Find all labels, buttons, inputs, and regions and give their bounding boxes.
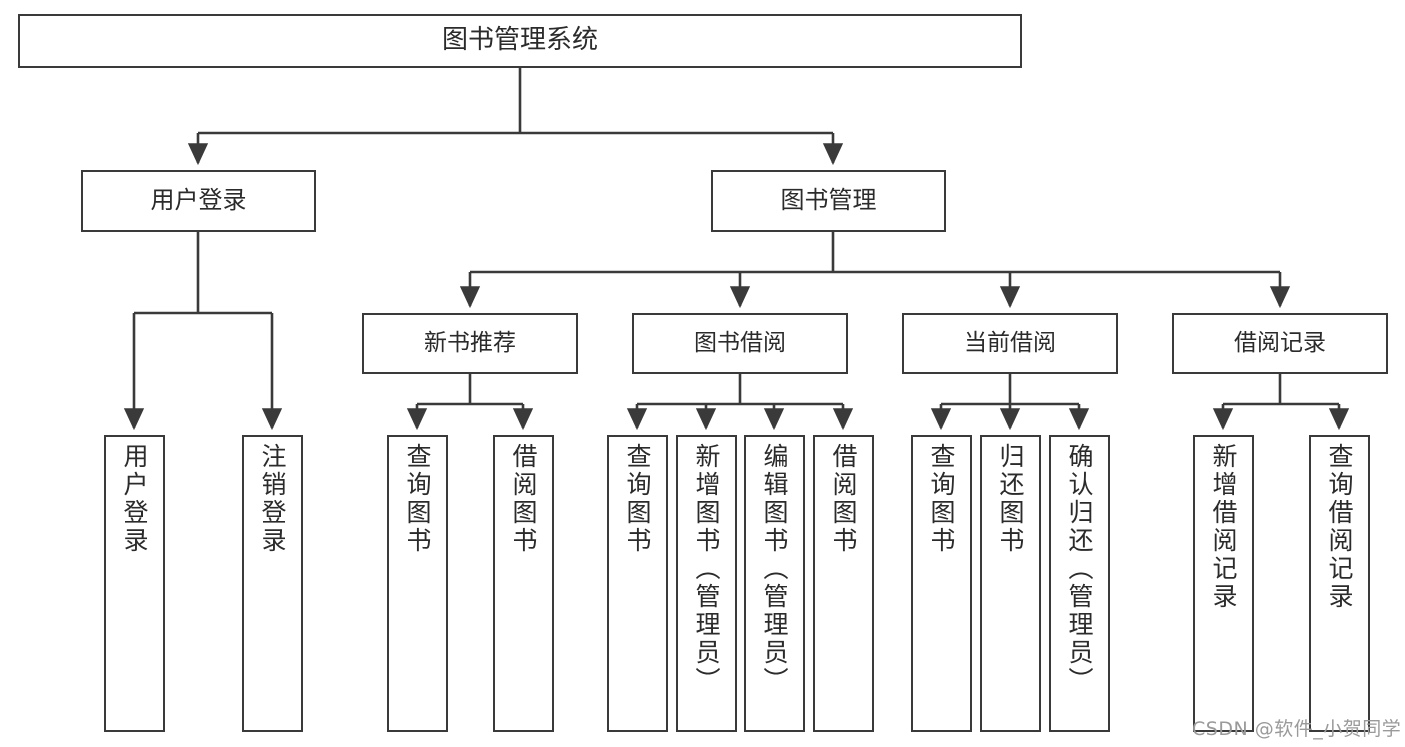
node-leaf-borrow-book-1[interactable]: 借阅图书: [493, 435, 554, 732]
node-leaf-borrow-book-1-label: 借阅图书: [509, 443, 538, 555]
node-leaf-query-book-1-label: 查询图书: [403, 443, 432, 555]
node-new-book-rec[interactable]: 新书推荐: [362, 313, 578, 374]
node-leaf-confirm-return[interactable]: 确认归还（管理员）: [1049, 435, 1110, 732]
node-leaf-user-login[interactable]: 用户登录: [104, 435, 165, 732]
node-leaf-query-book-3[interactable]: 查询图书: [911, 435, 972, 732]
node-leaf-query-book-3-label: 查询图书: [927, 443, 956, 555]
node-new-book-rec-label: 新书推荐: [424, 330, 516, 357]
node-borrow-record[interactable]: 借阅记录: [1172, 313, 1388, 374]
node-leaf-return-book[interactable]: 归还图书: [980, 435, 1041, 732]
node-leaf-add-record[interactable]: 新增借阅记录: [1193, 435, 1254, 732]
node-book-manage-label: 图书管理: [780, 186, 877, 215]
node-root-label: 图书管理系统: [441, 25, 598, 56]
node-leaf-add-book-label: 新增图书（管理员）: [692, 443, 721, 695]
node-borrow-record-label: 借阅记录: [1234, 330, 1326, 357]
node-current-borrow-label: 当前借阅: [964, 330, 1056, 357]
node-leaf-add-book[interactable]: 新增图书（管理员）: [676, 435, 737, 732]
node-leaf-edit-book-label: 编辑图书（管理员）: [760, 443, 789, 695]
node-leaf-user-login-label: 用户登录: [120, 443, 149, 555]
node-leaf-return-book-label: 归还图书: [996, 443, 1025, 555]
node-leaf-confirm-return-label: 确认归还（管理员）: [1065, 443, 1094, 695]
node-root[interactable]: 图书管理系统: [18, 14, 1022, 68]
node-leaf-query-record-label: 查询借阅记录: [1325, 443, 1354, 611]
node-leaf-query-record[interactable]: 查询借阅记录: [1309, 435, 1370, 732]
node-user-login[interactable]: 用户登录: [81, 170, 316, 232]
node-book-borrow-label: 图书借阅: [694, 330, 786, 357]
node-book-borrow[interactable]: 图书借阅: [632, 313, 848, 374]
node-leaf-edit-book[interactable]: 编辑图书（管理员）: [744, 435, 805, 732]
node-leaf-logout-label: 注销登录: [258, 443, 287, 555]
node-leaf-borrow-book-2[interactable]: 借阅图书: [813, 435, 874, 732]
node-book-manage[interactable]: 图书管理: [711, 170, 946, 232]
node-leaf-query-book-2[interactable]: 查询图书: [607, 435, 668, 732]
node-leaf-borrow-book-2-label: 借阅图书: [829, 443, 858, 555]
node-leaf-query-book-2-label: 查询图书: [623, 443, 652, 555]
node-leaf-logout[interactable]: 注销登录: [242, 435, 303, 732]
node-current-borrow[interactable]: 当前借阅: [902, 313, 1118, 374]
node-user-login-label: 用户登录: [150, 186, 247, 215]
node-leaf-add-record-label: 新增借阅记录: [1209, 443, 1238, 611]
node-leaf-query-book-1[interactable]: 查询图书: [387, 435, 448, 732]
